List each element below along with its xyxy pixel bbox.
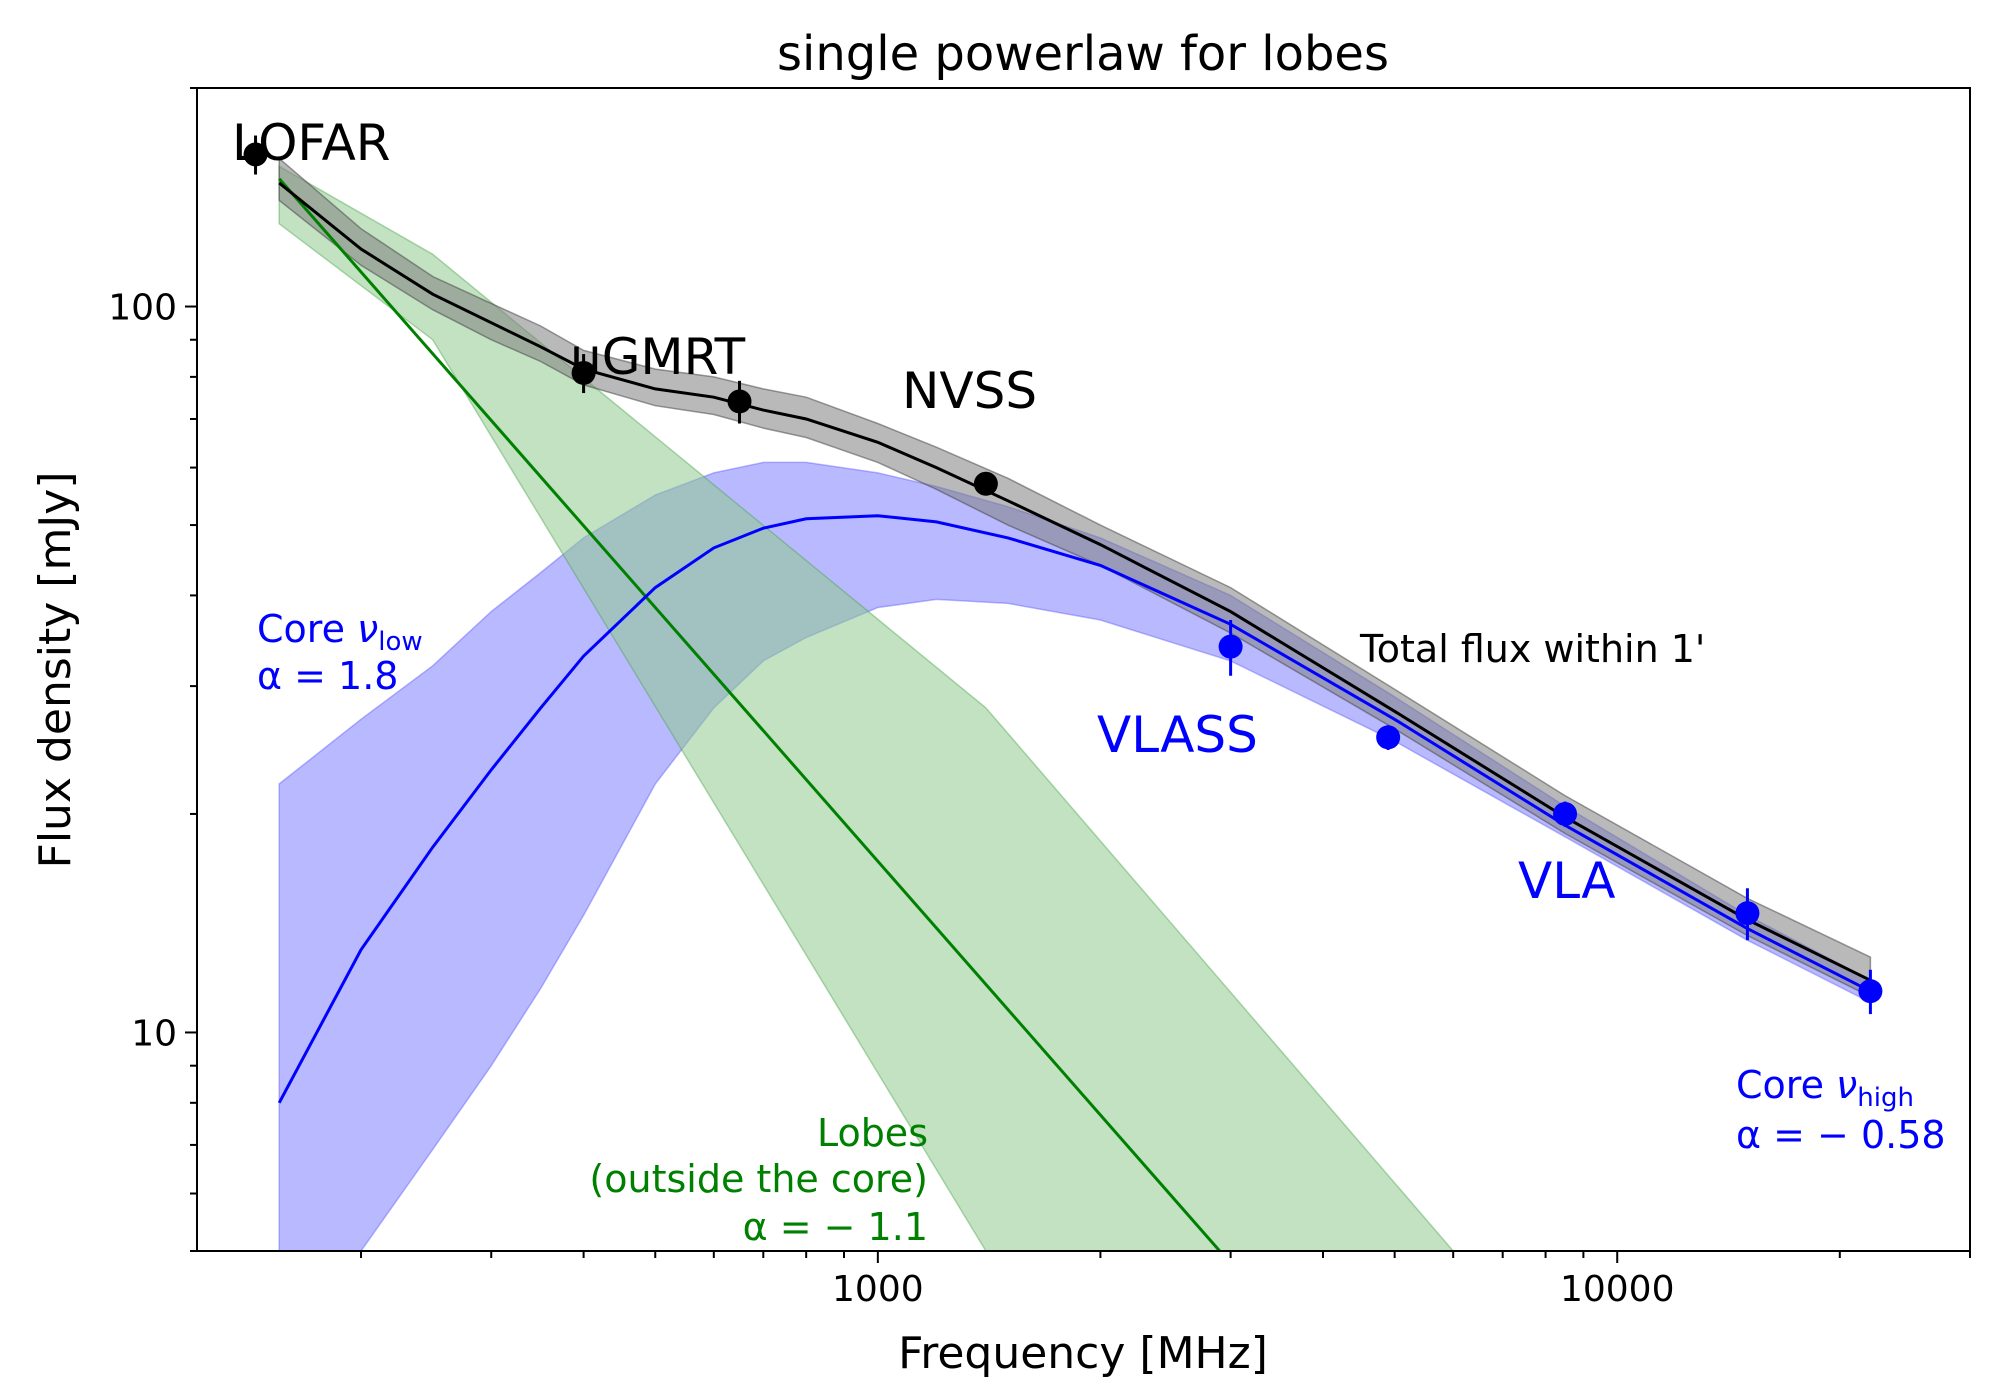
data-marker	[1218, 634, 1243, 659]
vlass-label: VLASS	[1097, 706, 1258, 764]
lobes-alpha: α = − 1.1	[743, 1205, 928, 1249]
total-model-line	[278, 181, 1872, 982]
data-points	[243, 135, 1883, 1015]
data-point-ugmrt	[571, 354, 596, 394]
data-marker	[1735, 901, 1760, 926]
model-lines	[277, 177, 1872, 1251]
data-marker	[1553, 801, 1578, 826]
data-point-vla-22	[1858, 969, 1883, 1015]
nvss-label: NVSS	[902, 362, 1037, 420]
plot-area	[243, 135, 1883, 1251]
core-low-alpha: α = 1.8	[257, 654, 398, 698]
core-high-alpha: α = − 0.58	[1736, 1113, 1946, 1157]
data-marker	[571, 360, 596, 385]
data-point-vla-8.5	[1553, 801, 1578, 827]
total-flux-label: Total flux within 1'	[1359, 627, 1705, 671]
data-point-lofar	[243, 135, 268, 175]
y-axis-label: Flux density [mJy]	[30, 472, 81, 869]
x-axis-label: Frequency [MHz]	[898, 1328, 1268, 1379]
ugmrt-label: uGMRT	[570, 328, 746, 386]
lobes-model-line	[278, 177, 1221, 1251]
vla-label: VLA	[1518, 852, 1615, 910]
x-tick-label: 1000	[832, 1269, 924, 1310]
data-point-vla-4.9	[1376, 725, 1401, 750]
core-model-line	[277, 514, 1872, 1104]
core-low-label: Core νlow	[257, 607, 423, 657]
lofar-label: LOFAR	[232, 114, 391, 172]
x-axis-ticks: 1000 10000	[360, 1251, 1971, 1310]
data-marker	[1376, 725, 1401, 750]
data-point-vla-15	[1735, 888, 1760, 941]
data-point-vlass	[1218, 619, 1243, 676]
y-axis-ticks: 10 100	[108, 87, 197, 1252]
data-marker	[727, 389, 752, 414]
core-high-label: Core νhigh	[1736, 1063, 1914, 1113]
chart-title: single powerlaw for lobes	[777, 26, 1389, 82]
plot-frame	[196, 87, 1971, 1252]
x-tick-label: 10000	[1560, 1269, 1675, 1310]
lobes-label-line1: Lobes	[817, 1111, 928, 1155]
y-tick-label: 10	[131, 1013, 177, 1054]
data-point-ugmrt-2	[727, 380, 752, 424]
y-tick-label: 100	[108, 288, 177, 329]
data-marker	[1858, 979, 1883, 1004]
data-marker	[243, 142, 268, 167]
data-marker	[973, 471, 998, 496]
lobes-label-line2: (outside the core)	[589, 1157, 928, 1201]
data-point-nvss	[973, 471, 998, 496]
